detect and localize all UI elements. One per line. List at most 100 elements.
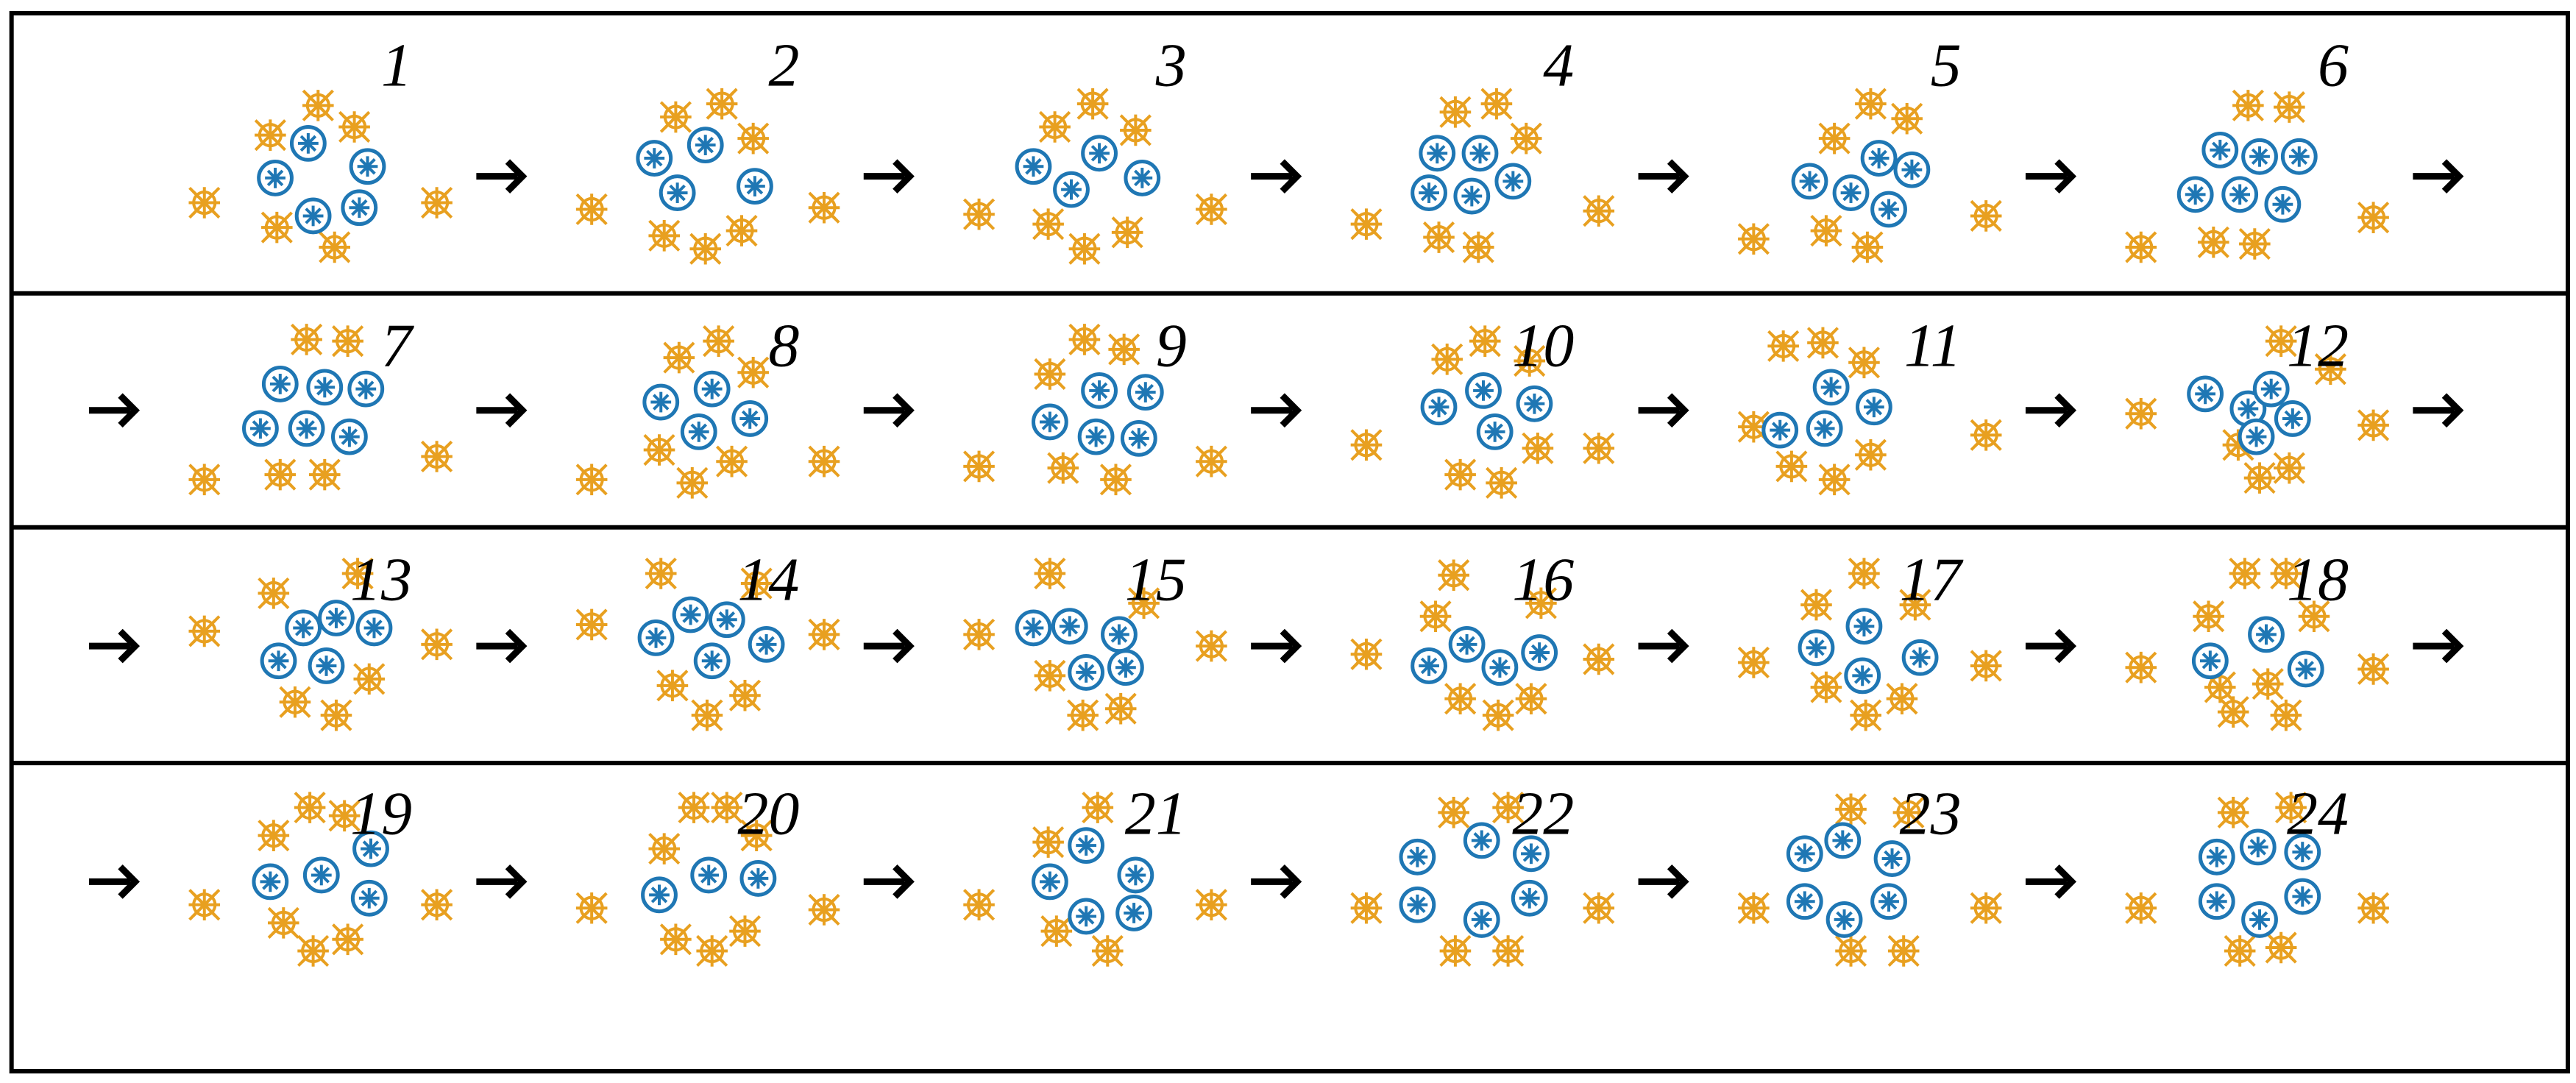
orange-particle-icon xyxy=(1082,792,1114,824)
right-arrow-icon xyxy=(2025,393,2077,428)
right-arrow-icon xyxy=(863,159,915,194)
orange-particle-icon xyxy=(1800,589,1833,621)
blue-particle-icon xyxy=(1068,827,1105,864)
blue-particle-icon xyxy=(2229,390,2267,427)
blue-particle-icon xyxy=(2284,878,2321,915)
orange-particle-icon xyxy=(1350,892,1383,924)
orange-particle-icon xyxy=(2125,231,2157,263)
blue-particle-icon xyxy=(1453,177,1491,215)
orange-particle-icon xyxy=(264,458,297,491)
orange-particle-icon xyxy=(689,232,722,265)
orange-particle-icon xyxy=(279,686,311,718)
blue-particle-icon xyxy=(1521,634,1558,671)
orange-particle-icon xyxy=(2197,226,2229,258)
right-arrow-icon xyxy=(2413,393,2464,428)
blue-particle-icon xyxy=(288,410,325,447)
orange-particle-icon xyxy=(1486,466,1518,499)
blue-particle-icon xyxy=(2239,828,2277,866)
orange-particle-icon xyxy=(1737,892,1770,924)
orange-particle-icon xyxy=(2229,557,2261,590)
blue-particle-icon xyxy=(2241,901,2278,938)
blue-particle-icon xyxy=(731,400,769,437)
orange-particle-icon xyxy=(320,699,352,731)
orange-particle-icon xyxy=(1034,659,1066,692)
right-arrow-icon xyxy=(476,628,528,664)
blue-particle-icon xyxy=(1476,413,1514,450)
blue-particle-icon xyxy=(1101,616,1138,653)
frame-label: 6 xyxy=(2318,31,2349,99)
orange-particle-icon xyxy=(2270,699,2302,731)
orange-particle-icon xyxy=(1067,699,1099,731)
orange-particle-icon xyxy=(962,450,996,483)
orange-particle-icon xyxy=(258,577,290,609)
orange-particle-icon xyxy=(2357,892,2390,924)
blue-particle-icon xyxy=(1015,609,1052,647)
blue-particle-icon xyxy=(693,642,731,680)
blue-particle-icon xyxy=(308,647,345,684)
blue-particle-icon xyxy=(748,625,785,663)
orange-particle-icon xyxy=(421,889,453,921)
blue-particle-icon xyxy=(1117,856,1154,894)
orange-particle-icon xyxy=(1767,330,1800,362)
orange-particle-icon xyxy=(188,186,221,219)
frame-label: 2 xyxy=(768,31,799,99)
orange-particle-icon xyxy=(1444,683,1477,715)
blue-particle-icon xyxy=(349,148,386,185)
orange-particle-icon xyxy=(575,193,608,226)
orange-particle-icon xyxy=(728,915,762,948)
blue-particle-icon xyxy=(2287,650,2324,688)
right-arrow-icon xyxy=(1638,159,1689,194)
frame-label: 3 xyxy=(1155,31,1187,99)
orange-particle-icon xyxy=(1195,445,1227,477)
orange-particle-icon xyxy=(678,792,710,824)
blue-particle-icon xyxy=(690,856,728,894)
orange-particle-icon xyxy=(188,464,221,496)
frame-label: 1 xyxy=(381,31,412,99)
blue-particle-icon xyxy=(1031,403,1068,441)
blue-particle-icon xyxy=(1411,647,1447,684)
right-arrow-icon xyxy=(1251,393,1302,428)
blue-particle-icon xyxy=(1053,171,1090,208)
orange-particle-icon xyxy=(1737,646,1770,679)
blue-particle-icon xyxy=(1786,835,1823,873)
blue-particle-icon xyxy=(1126,374,1164,411)
orange-particle-icon xyxy=(421,186,453,219)
blue-particle-icon xyxy=(659,174,696,211)
blue-particle-icon xyxy=(350,879,388,917)
orange-particle-icon xyxy=(1039,110,1071,143)
blue-particle-icon xyxy=(693,370,731,408)
orange-particle-icon xyxy=(2238,227,2271,260)
orange-particle-icon xyxy=(676,466,709,499)
orange-particle-icon xyxy=(962,889,996,921)
orange-particle-icon xyxy=(725,215,758,247)
orange-particle-icon xyxy=(2217,696,2249,728)
blue-particle-icon xyxy=(294,197,332,235)
orange-particle-icon xyxy=(1887,934,1920,967)
orange-particle-icon xyxy=(2125,397,2157,430)
blue-particle-icon xyxy=(1761,411,1799,449)
right-arrow-icon xyxy=(88,864,141,899)
transition-arrows xyxy=(88,159,2464,899)
orange-particle-icon xyxy=(648,833,681,865)
orange-particle-icon xyxy=(2314,353,2346,386)
right-arrow-icon xyxy=(476,159,528,194)
right-arrow-icon xyxy=(2413,159,2464,194)
orange-particle-icon xyxy=(338,110,371,143)
right-arrow-icon xyxy=(863,393,915,428)
blue-particle-icon xyxy=(2191,642,2229,680)
blue-particle-icon xyxy=(1494,163,1532,200)
blue-particle-icon xyxy=(636,140,673,177)
orange-particle-icon xyxy=(575,892,608,924)
blue-particle-icon xyxy=(2241,138,2278,175)
orange-particle-icon xyxy=(1851,231,1884,263)
orange-particle-icon xyxy=(1422,221,1455,254)
frame-label: 19 xyxy=(350,779,412,848)
orange-particle-icon xyxy=(1850,699,1882,731)
frame-label: 14 xyxy=(737,545,799,614)
blue-particle-icon xyxy=(1812,369,1850,406)
orange-particle-icon xyxy=(1515,683,1547,715)
blue-particle-icon xyxy=(1081,135,1118,172)
blue-particle-icon xyxy=(341,189,378,227)
orange-particle-icon xyxy=(737,356,770,388)
orange-particle-icon xyxy=(1737,223,1770,255)
